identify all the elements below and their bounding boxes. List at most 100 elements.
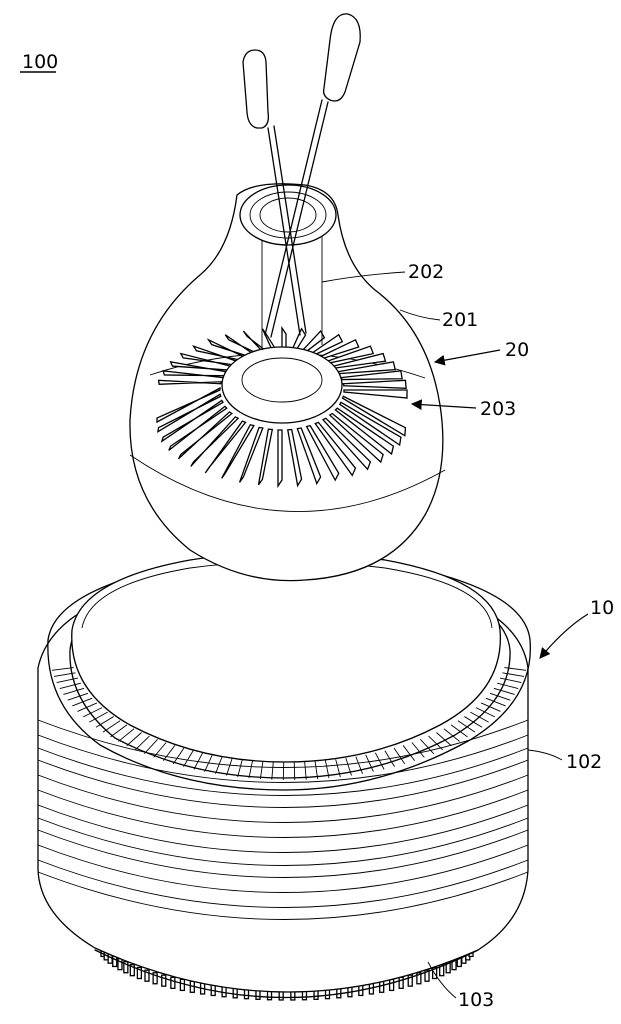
heat-sink-fin [343,389,408,399]
base-top-fin [393,747,406,765]
heat-sink-core [221,346,343,424]
base-top-fin [355,756,363,774]
base-bottom-rib [144,969,150,982]
heat-sink-fin [334,407,395,456]
base-top-fin [153,742,167,758]
base-top-fin [144,739,158,755]
base-bottom-rib [379,980,385,993]
base-top-fin [497,682,519,689]
label-10: 10 [590,597,614,619]
heat-sink-fin [314,421,357,477]
base-bottom-rib [136,966,143,980]
bulb-belt [129,454,446,512]
base-side-ring [37,747,529,796]
base-top-fin [502,672,525,677]
probe-left-head [242,49,270,129]
arrow-20 [433,349,501,366]
base-top-fin [110,724,128,738]
base-top-fin [480,702,501,712]
base-bottom-rib [117,957,123,971]
base-top-fin [193,752,204,770]
heat-sink-fin [157,379,223,385]
heat-sink-fin [338,401,402,447]
base-top-fin [126,732,142,747]
base-top-fin [51,667,74,671]
base-bottom-rib [123,961,129,974]
base-bottom-rib [416,972,422,985]
base-bottom-rib [152,972,158,985]
base-assembly [37,551,531,1001]
base-side-ring [37,774,529,823]
heat-sink-fin [257,428,274,486]
base-top-fin [59,682,81,689]
heat-sink-core-inner [241,357,323,403]
base-top-fin [504,667,527,671]
base-top-fin [56,677,79,683]
reference-labels: 100 202 201 20 203 10 102 103 [20,51,614,1011]
base-top-fin [271,761,274,780]
base-top-fin [457,720,476,733]
heat-sink-fin [321,417,372,471]
base-bottom-rib [179,978,186,992]
base-top-fin [475,707,495,718]
base-side-ring [37,804,529,853]
heat-sink-fin [305,424,340,482]
base-top-fin [420,739,434,755]
heat-sink-fin [328,412,384,464]
label-203: 203 [480,398,516,420]
heat-sink-fin [168,405,228,451]
base-side-ring [37,789,529,838]
leader-201 [399,309,441,321]
base-top-fin [436,732,452,747]
base-top-fin [237,759,243,778]
heat-sink-fin [204,420,247,474]
base-top-fin [282,761,285,780]
bulb-assembly [129,13,446,582]
base-top-fin [493,687,515,695]
heat-sink-fin [342,379,407,389]
base-bottom-rib [398,976,404,990]
base-top-fin [63,687,85,695]
heat-sink-fin [160,399,224,443]
heat-sink-fin [221,423,255,479]
arrow-203 [410,399,477,410]
base-bottom-rib [424,969,430,982]
base-top-fin [365,754,374,772]
base-top-fin [215,756,223,774]
base-top-fin [443,728,460,742]
label-102: 102 [566,751,602,773]
base-bottom-edge [94,949,479,999]
label-20: 20 [505,339,529,361]
label-103: 103 [458,989,494,1011]
heat-sink-fin [156,386,221,424]
heat-sink-fin [296,427,322,486]
base-top-fin [162,745,176,762]
base-top-fin [135,735,150,751]
base-top-fin [384,750,395,767]
base-top-fin [77,702,98,712]
base-bottom-rib [388,978,395,992]
base-top-fin [172,747,185,765]
probe-right-head [322,13,361,102]
base-top-fin [374,752,385,770]
base-top-fin [226,757,233,776]
heat-sink-fin [177,411,233,460]
base-top-fin [450,724,468,738]
heat-sink-fin [190,416,240,467]
leader-202 [321,271,406,283]
arrow-10 [539,613,589,659]
base-side-rings [37,719,529,920]
base-side-ring [37,734,529,783]
base-side-ring [37,759,529,808]
base-bottom-rib [161,974,167,987]
base-top-fin [204,754,213,772]
base-top-fin [499,677,522,683]
label-202: 202 [408,261,444,283]
base-top-fin [83,707,103,718]
heat-sink-fin [238,426,264,483]
heat-sink-fin [341,395,407,437]
base-top-fin [259,761,264,780]
base-top-fin [248,760,254,779]
base-top-fin [411,742,425,758]
